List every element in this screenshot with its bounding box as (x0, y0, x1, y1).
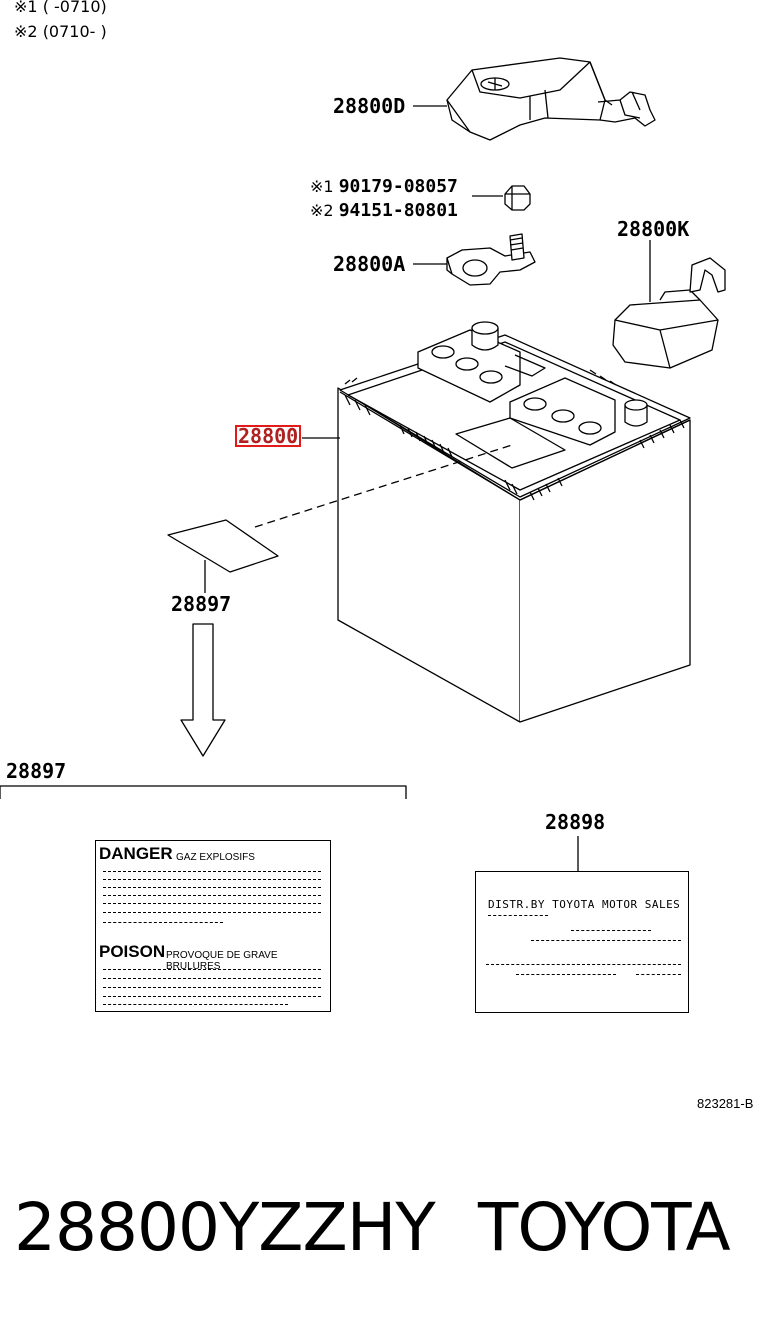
poison-title: POISON (99, 942, 166, 961)
nut-note1-mark: ※1 (310, 177, 334, 196)
battery-drawing (337, 321, 691, 723)
callout-terminal-cover-k: 28800K (617, 217, 690, 241)
terminal-cover-k-drawing (612, 257, 726, 369)
callout-terminal-cover: 28800D (333, 94, 406, 118)
distr-text: DISTR.BY TOYOTA MOTOR SALES (488, 898, 681, 911)
detail-section-number: 28897 (6, 759, 67, 783)
reference-code: 823281-B (697, 1096, 754, 1111)
detail-bracket (0, 785, 407, 799)
label-sheet-drawing (167, 519, 279, 573)
nut-note1-number: 90179-08057 (338, 176, 458, 197)
callout-battery[interactable]: 28800 (235, 425, 302, 447)
footer-part-code: 28800YZZHY (14, 1189, 436, 1266)
danger-subtitle: GAZ EXPLOSIFS (176, 852, 255, 863)
arrow-down-icon (180, 623, 226, 757)
nut-drawing (504, 185, 531, 211)
nut-note2-mark: ※2 (310, 201, 334, 220)
callout-nut-1: ※1 90179-08057 (310, 176, 458, 197)
terminal-clamp-drawing (446, 233, 536, 286)
danger-title: DANGER (99, 844, 173, 863)
callout-terminal-clamp: 28800A (333, 252, 406, 276)
poison-subtitle: PROVOQUE DE GRAVE BRULURES (166, 950, 278, 972)
leader-label-dashed (254, 444, 513, 528)
distr-label: DISTR.BY TOYOTA MOTOR SALES (475, 871, 689, 1013)
callout-nut-2: ※2 94151-80801 (310, 200, 458, 221)
note-2-mark: ※2 (14, 22, 38, 41)
callout-label: 28897 (171, 592, 232, 616)
note-1-mark: ※1 (14, 0, 38, 16)
nut-note2-number: 94151-80801 (338, 200, 458, 221)
danger-label: DANGER GAZ EXPLOSIFS POISON PROVOQUE DE … (95, 840, 331, 1012)
terminal-cover-drawing (446, 57, 656, 141)
note-1-range: ( -0710) (42, 0, 107, 16)
note-1: ※1 ( -0710) (14, 0, 107, 16)
note-2: ※2 (0710- ) (14, 22, 107, 41)
distr-label-number: 28898 (545, 810, 606, 834)
footer-brand: TOYOTA (478, 1189, 731, 1266)
note-2-range: (0710- ) (42, 22, 107, 41)
